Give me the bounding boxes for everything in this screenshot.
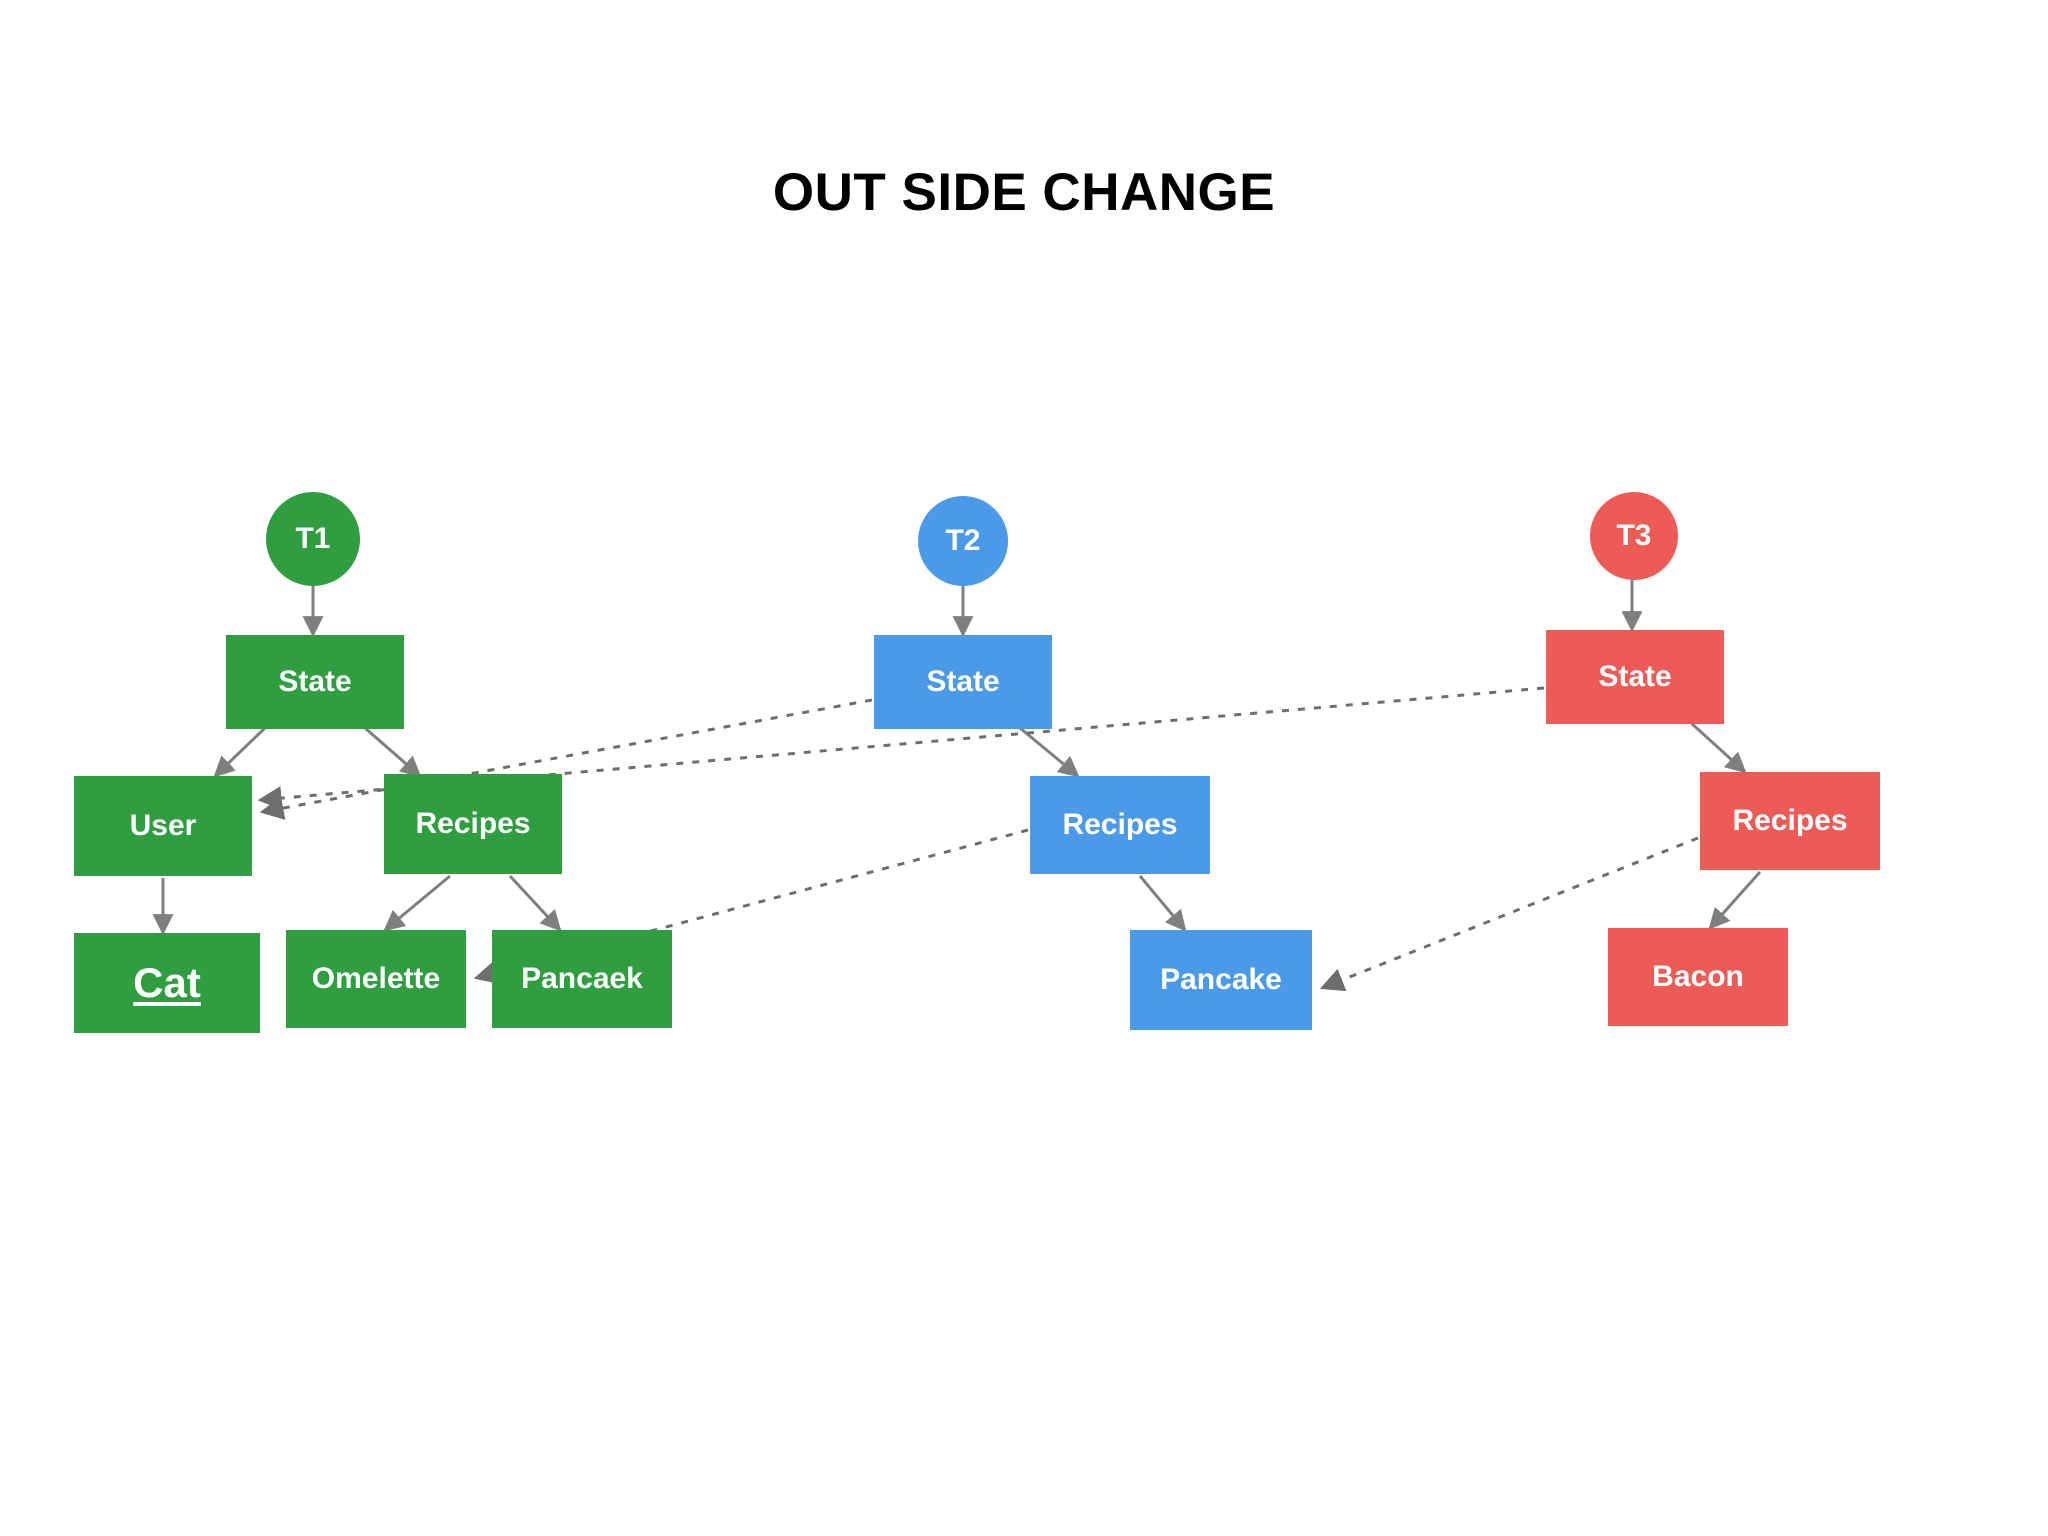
- node-label: Recipes: [415, 807, 531, 840]
- node-label: User: [129, 809, 197, 842]
- node-t3-recipes[interactable]: Recipes: [1700, 772, 1880, 870]
- node-t2-root[interactable]: T2: [918, 496, 1008, 586]
- edge-t1-state-user: [213, 726, 267, 778]
- edge-t1-recipes-pancaek: [508, 874, 562, 932]
- edge-t3-state-recipes: [1688, 720, 1747, 774]
- node-t1-recipes[interactable]: Recipes: [384, 774, 562, 874]
- node-label: T2: [945, 524, 981, 557]
- page-title: OUT SIDE CHANGE: [772, 163, 1276, 222]
- node-label: Omelette: [311, 962, 441, 995]
- node-label: Recipes: [1732, 804, 1848, 837]
- node-t2-pancake[interactable]: Pancake: [1130, 930, 1312, 1030]
- edge-t1-recipes-omelette: [383, 874, 451, 932]
- node-label: Pancaek: [521, 962, 643, 995]
- node-label: State: [926, 665, 1000, 698]
- node-t1-cat[interactable]: Cat: [74, 933, 260, 1033]
- node-label: Recipes: [1062, 808, 1178, 841]
- node-t1-omelette[interactable]: Omelette: [286, 930, 466, 1028]
- edge-t2-recipes-pancake: [1138, 875, 1187, 932]
- node-label: T1: [295, 522, 331, 555]
- node-t1-pancaek[interactable]: Pancaek: [492, 930, 672, 1028]
- node-t2-recipes[interactable]: Recipes: [1030, 776, 1210, 874]
- node-t3-root[interactable]: T3: [1590, 492, 1678, 580]
- node-t2-state[interactable]: State: [874, 635, 1052, 729]
- node-label: T3: [1616, 519, 1652, 552]
- node-label: Bacon: [1652, 960, 1744, 993]
- node-t1-state[interactable]: State: [226, 635, 404, 729]
- node-label: Pancake: [1160, 963, 1282, 996]
- node-label: Cat: [133, 959, 201, 1006]
- node-label: State: [278, 665, 352, 698]
- edge-t1-state-recipes: [364, 726, 422, 778]
- node-t3-bacon[interactable]: Bacon: [1608, 928, 1788, 1026]
- node-t3-state[interactable]: State: [1546, 630, 1724, 724]
- edge-t3-recipes-bacon: [1708, 871, 1762, 930]
- node-t1-root[interactable]: T1: [266, 492, 360, 586]
- edge-t2-state-recipes: [1019, 726, 1080, 778]
- node-label: State: [1598, 660, 1672, 693]
- node-t1-user[interactable]: User: [74, 776, 252, 876]
